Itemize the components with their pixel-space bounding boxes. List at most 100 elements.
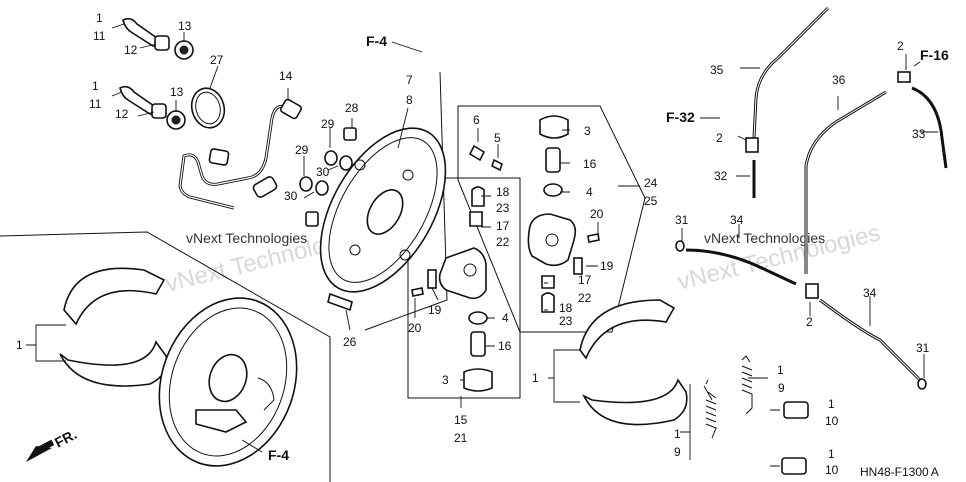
callout-34: 34: [863, 286, 877, 300]
callout-1: 1: [96, 11, 103, 25]
callout-16: 16: [583, 157, 597, 171]
callout-18: 18: [496, 185, 510, 199]
callout-23: 23: [559, 314, 573, 328]
callout-12: 12: [124, 43, 138, 57]
callout-5: 5: [494, 131, 501, 145]
callout-14: 14: [279, 69, 293, 83]
callout-24: 24: [644, 176, 658, 190]
bolt-lower: [305, 211, 319, 227]
bolts-washers-28-30: [299, 127, 357, 227]
gear-17-right: [541, 275, 555, 289]
assembly-frames: [0, 71, 646, 482]
front-arrow-icon: [26, 446, 52, 462]
callout-23: 23: [496, 201, 510, 215]
brake-shoes-left: [59, 267, 168, 387]
boot-4-left: [468, 311, 488, 325]
callout-13: 13: [178, 19, 192, 33]
brake-shoe-upper-left: [63, 267, 166, 326]
wheel-cylinder-right: [468, 115, 600, 313]
bleeder-6: [468, 144, 486, 162]
callout-1: 1: [92, 79, 99, 93]
callout-33: 33: [912, 127, 926, 141]
callout-4: 4: [586, 185, 593, 199]
screw-18-right: [541, 292, 555, 313]
pipe-clamp: [252, 176, 278, 198]
joint-2-low: [805, 283, 819, 299]
callout-1: 1: [777, 363, 784, 377]
o-ring-27: [190, 87, 226, 129]
callout-20: 20: [408, 321, 422, 335]
pipe-nut-upper: [280, 98, 302, 120]
boot-4-right: [543, 183, 563, 197]
callout-1: 1: [828, 447, 835, 461]
callout-17: 17: [578, 273, 592, 287]
callout-1: 1: [674, 427, 681, 441]
clip-19-left: [427, 269, 437, 289]
callout-21: 21: [454, 431, 468, 445]
clip-10-lower: [781, 457, 807, 475]
callout-27: 27: [210, 53, 224, 67]
callout-2: 2: [716, 131, 723, 145]
callout-32: 32: [714, 169, 728, 183]
brake-shoe-lower-right: [582, 378, 688, 426]
callout-9: 9: [674, 445, 681, 459]
backing-plate-7-8: [319, 127, 447, 293]
springs-9: [703, 355, 753, 439]
brake-panel-frame: [364, 71, 448, 331]
hose-33: [911, 86, 948, 169]
brake-shoe-upper-right: [579, 299, 676, 360]
hoses: [675, 6, 948, 390]
washer-29-upper: [324, 150, 338, 166]
callout-13: 13: [170, 85, 184, 99]
clamp-31-upper: [675, 240, 685, 252]
ref-f4-bottom: F-4: [268, 447, 289, 463]
washer-30-upper: [339, 155, 353, 171]
callout-19: 19: [600, 259, 614, 273]
callout-1: 1: [828, 397, 835, 411]
callout-1: 1: [532, 371, 539, 385]
bolt-28: [343, 127, 357, 141]
cap-5: [491, 158, 503, 172]
callout-31: 31: [916, 341, 930, 355]
callout-11: 11: [89, 97, 102, 111]
joint-2-top: [897, 71, 911, 83]
cap-3-right: [539, 115, 569, 139]
ref-f32: F-32: [666, 109, 695, 125]
callout-3: 3: [584, 124, 591, 138]
callout-29: 29: [295, 143, 309, 157]
callout-26: 26: [343, 335, 357, 349]
callout-22: 22: [578, 291, 592, 305]
leader-lines: [26, 23, 938, 467]
ref-f4-top: F-4: [366, 33, 387, 49]
callout-9: 9: [778, 381, 785, 395]
callout-30: 30: [316, 165, 330, 179]
callout-2: 2: [897, 39, 904, 53]
watermark-small-right: vNext Technologies: [704, 230, 825, 246]
hose-35: [752, 6, 830, 139]
callout-17: 17: [496, 219, 510, 233]
hose-34-upper: [685, 248, 797, 286]
gear-17-left: [469, 211, 483, 227]
screw-18-left: [471, 186, 485, 207]
callout-36: 36: [832, 73, 846, 87]
callout-25: 25: [644, 194, 658, 208]
callout-31: 31: [675, 213, 689, 227]
callout-22: 22: [496, 235, 510, 249]
callout-6: 6: [473, 113, 480, 127]
callout-3: 3: [442, 373, 449, 387]
clip-19-right: [573, 257, 583, 275]
washer-29-lower: [299, 176, 313, 192]
callout-8: 8: [406, 93, 413, 107]
wheel-cylinder-left: [411, 186, 493, 392]
callout-35: 35: [710, 63, 724, 77]
callout-28: 28: [345, 101, 359, 115]
callout-20: 20: [590, 207, 604, 221]
bolt-20-left: [411, 287, 424, 297]
bolt-26: [327, 292, 353, 312]
clamp-31-lower: [917, 378, 927, 390]
callout-11: 11: [93, 29, 106, 43]
callout-7: 7: [406, 73, 413, 87]
ref-f16: F-16: [920, 47, 949, 63]
